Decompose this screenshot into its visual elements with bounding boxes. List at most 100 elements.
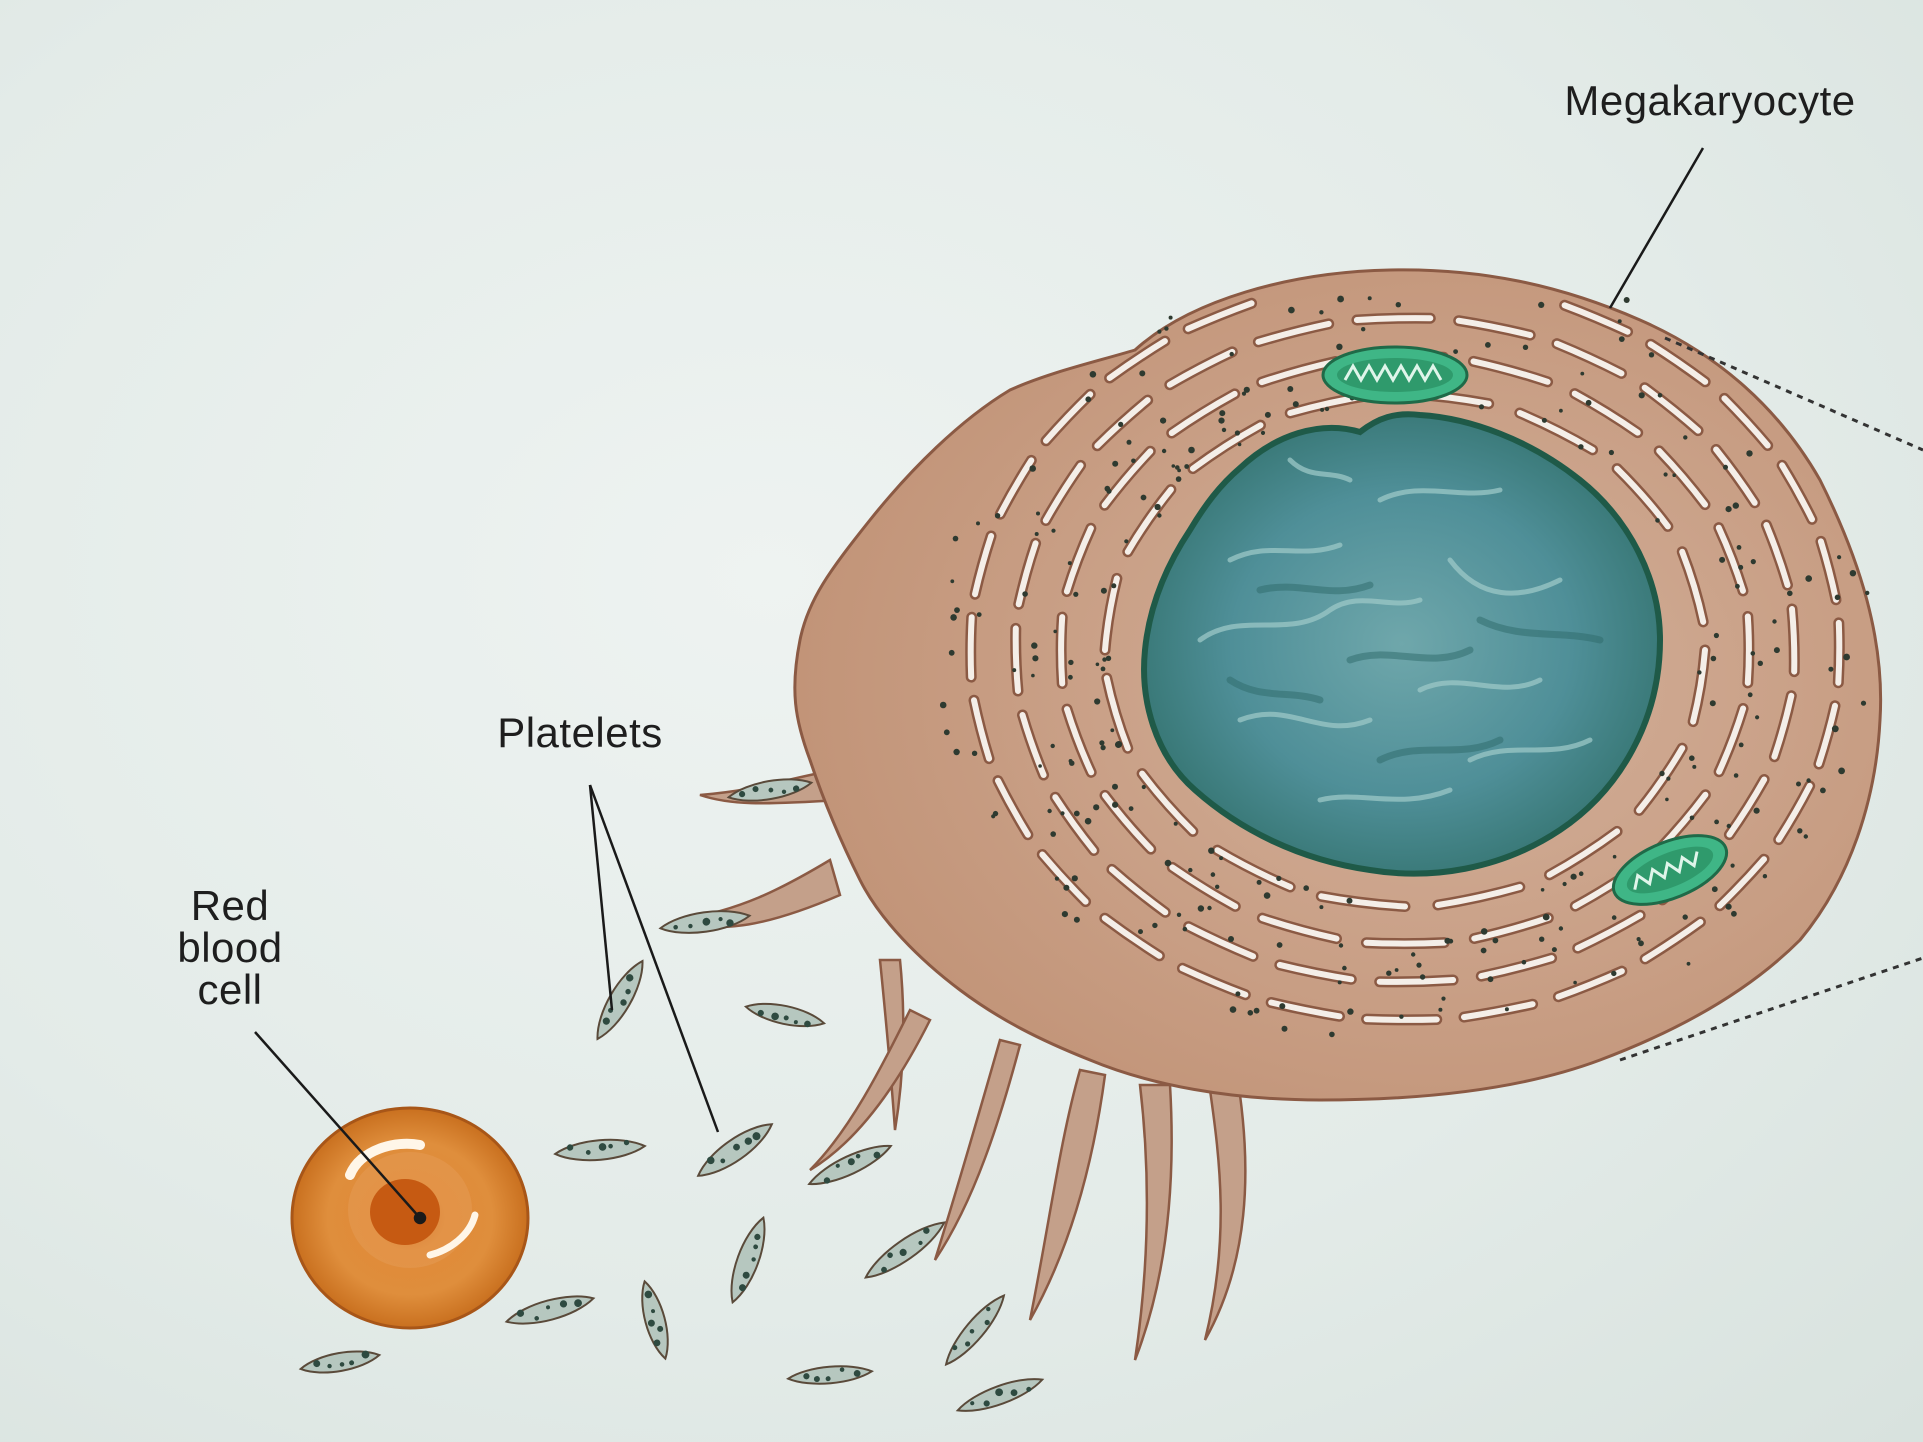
granule-dot	[1448, 939, 1453, 944]
granule-dot	[1586, 400, 1592, 406]
granule-dot	[1386, 971, 1391, 976]
megakaryocyte-nucleus	[1144, 414, 1660, 873]
granule-dot	[1737, 545, 1742, 550]
granule-dot	[1396, 302, 1401, 307]
granule-dot	[1639, 392, 1645, 398]
granule-dot	[1101, 745, 1106, 750]
granule-dot	[1522, 960, 1527, 965]
granule-dot	[1523, 345, 1528, 350]
granule-dot	[1022, 591, 1028, 597]
granule-dot	[1099, 740, 1104, 745]
granule-dot	[1751, 651, 1756, 656]
granule-dot	[1438, 1008, 1442, 1012]
granule-dot	[1177, 913, 1181, 917]
granule-dot	[1481, 948, 1487, 954]
granule-dot	[1090, 371, 1097, 378]
granule-dot	[954, 607, 960, 613]
granule-dot	[991, 814, 995, 818]
granule-dot	[1734, 773, 1739, 778]
granule-dot	[1687, 962, 1691, 966]
granule-dot	[1754, 808, 1760, 814]
platelet-body	[723, 1214, 774, 1306]
granule-dot	[1264, 892, 1271, 899]
granule-dot	[1184, 464, 1189, 469]
granule-dot	[1579, 871, 1584, 876]
granule-dot	[995, 513, 1000, 518]
granule-dot	[1453, 349, 1458, 354]
granule-dot	[1751, 559, 1756, 564]
granule-dot	[1085, 818, 1092, 825]
granule-dot	[1279, 1003, 1285, 1009]
granule-dot	[1254, 1008, 1260, 1014]
granule-dot	[976, 521, 980, 525]
granule-dot	[1733, 502, 1739, 508]
red-blood-cell-label: Red blood cell	[140, 885, 320, 1011]
granule-dot	[1110, 728, 1114, 732]
granule-dot	[1416, 963, 1421, 968]
granule-dot	[1368, 296, 1372, 300]
granule-dot	[1850, 570, 1856, 576]
granule-dot	[1748, 692, 1753, 697]
granule-dot	[1612, 915, 1617, 920]
granule-dot	[1726, 506, 1732, 512]
granule-dot	[1051, 529, 1055, 533]
granule-dot	[1441, 997, 1445, 1001]
platelet-body	[939, 1290, 1011, 1371]
proplatelet-strand	[1135, 1085, 1172, 1360]
granule-dot	[1176, 476, 1182, 482]
granule-dot	[1746, 450, 1752, 456]
granule-dot	[1029, 465, 1036, 472]
granule-dot	[949, 650, 955, 656]
granule-dot	[1053, 630, 1057, 634]
granule-dot	[1541, 888, 1545, 892]
granule-dot	[1796, 782, 1801, 787]
granule-dot	[1337, 296, 1344, 303]
granule-dot	[1031, 674, 1035, 678]
granule-dot	[1485, 342, 1491, 348]
granule-dot	[1804, 834, 1808, 838]
proplatelet-strand	[1030, 1070, 1105, 1320]
granule-dot	[1690, 816, 1695, 821]
granule-dot	[1068, 561, 1072, 565]
granule-dot	[1288, 307, 1295, 314]
granule-dot	[1336, 344, 1342, 350]
granule-dot	[1611, 971, 1616, 976]
granule-dot	[1139, 370, 1145, 376]
granule-dot	[1692, 765, 1696, 769]
red-blood-cell-label-line2: blood	[140, 927, 320, 969]
granule-dot	[1552, 947, 1557, 952]
granule-dot	[1096, 663, 1100, 667]
granule-dot	[1665, 798, 1669, 802]
granule-dot	[1165, 860, 1172, 867]
granule-dot	[1127, 440, 1132, 445]
granule-dot	[1073, 592, 1078, 597]
granule-dot	[1672, 473, 1676, 477]
platelet-body	[635, 1279, 675, 1361]
granule-dot	[1714, 820, 1719, 825]
granule-dot	[1198, 905, 1204, 911]
granule-dot	[1739, 743, 1744, 748]
granule-dot	[1638, 940, 1644, 946]
granule-dot	[1683, 435, 1687, 439]
granule-dot	[1838, 768, 1845, 775]
platelet-body	[554, 1136, 645, 1163]
platelet	[554, 1136, 645, 1163]
granule-dot	[1347, 1008, 1353, 1014]
granule-dot	[1106, 656, 1111, 661]
granule-dot	[1539, 937, 1544, 942]
platelet-body	[299, 1346, 381, 1378]
megakaryocyte-label: Megakaryocyte	[1540, 80, 1880, 122]
granule-dot	[1129, 806, 1134, 811]
granule-dot	[1222, 428, 1226, 432]
platelet	[723, 1214, 774, 1306]
platelet	[939, 1290, 1011, 1371]
granule-dot	[1806, 778, 1810, 782]
granule-dot	[1101, 667, 1106, 672]
granule-dot	[1542, 418, 1547, 423]
granule-dot	[1319, 310, 1323, 314]
granule-dot	[1038, 764, 1042, 768]
granule-dot	[1261, 431, 1265, 435]
granule-dot	[1411, 952, 1415, 956]
granule-dot	[1208, 848, 1214, 854]
